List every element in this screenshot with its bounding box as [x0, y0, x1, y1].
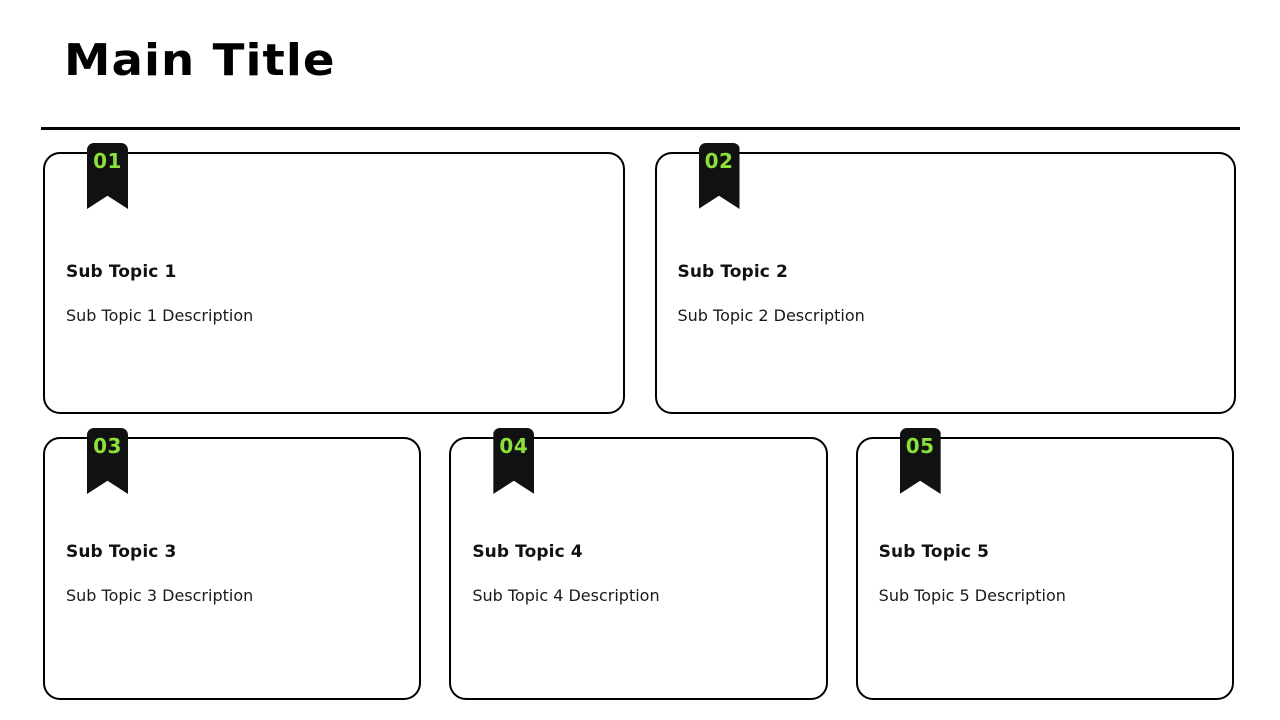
card-body: Sub Topic 2 Sub Topic 2 Description [678, 262, 1217, 327]
ribbon-number: 02 [704, 149, 734, 173]
ribbon-number: 03 [93, 434, 122, 458]
card-description: Sub Topic 1 Description [66, 306, 254, 326]
ribbon-badge-icon: 04 [493, 428, 535, 494]
topic-card[interactable]: 02 Sub Topic 2 Sub Topic 2 Description [654, 143, 1236, 414]
card-title: Sub Topic 4 [472, 542, 583, 562]
ribbon-number: 01 [93, 149, 122, 173]
card-body: Sub Topic 1 Sub Topic 1 Description [66, 262, 605, 327]
ribbon-number: 04 [499, 434, 529, 458]
page-title: Main Title [64, 35, 336, 86]
topic-card[interactable]: 03 Sub Topic 3 Sub Topic 3 Description [43, 428, 422, 700]
topic-card[interactable]: 01 Sub Topic 1 Sub Topic 1 Description [43, 143, 625, 414]
ribbon-badge-icon: 02 [698, 143, 740, 209]
card-body: Sub Topic 5 Sub Topic 5 Description [879, 542, 1214, 607]
card-title: Sub Topic 2 [677, 262, 788, 282]
bottom-row: 03 Sub Topic 3 Sub Topic 3 Description 0… [43, 428, 1234, 700]
card-description: Sub Topic 5 Description [878, 586, 1066, 606]
card-body: Sub Topic 3 Sub Topic 3 Description [66, 542, 401, 607]
card-description: Sub Topic 2 Description [677, 306, 865, 326]
ribbon-badge-icon: 05 [899, 428, 941, 494]
card-title: Sub Topic 1 [66, 262, 177, 282]
ribbon-badge-icon: 03 [87, 428, 128, 494]
ribbon-badge-icon: 01 [87, 143, 128, 209]
header-divider [41, 127, 1240, 130]
topic-card[interactable]: 04 Sub Topic 4 Sub Topic 4 Description [449, 428, 828, 700]
card-description: Sub Topic 4 Description [472, 586, 660, 606]
card-body: Sub Topic 4 Sub Topic 4 Description [472, 542, 807, 607]
top-row: 01 Sub Topic 1 Sub Topic 1 Description 0… [43, 143, 1236, 414]
topic-card[interactable]: 05 Sub Topic 5 Sub Topic 5 Description [855, 428, 1234, 700]
card-title: Sub Topic 5 [878, 542, 990, 562]
ribbon-number: 05 [905, 434, 935, 458]
card-title: Sub Topic 3 [66, 542, 177, 562]
card-description: Sub Topic 3 Description [66, 586, 254, 606]
